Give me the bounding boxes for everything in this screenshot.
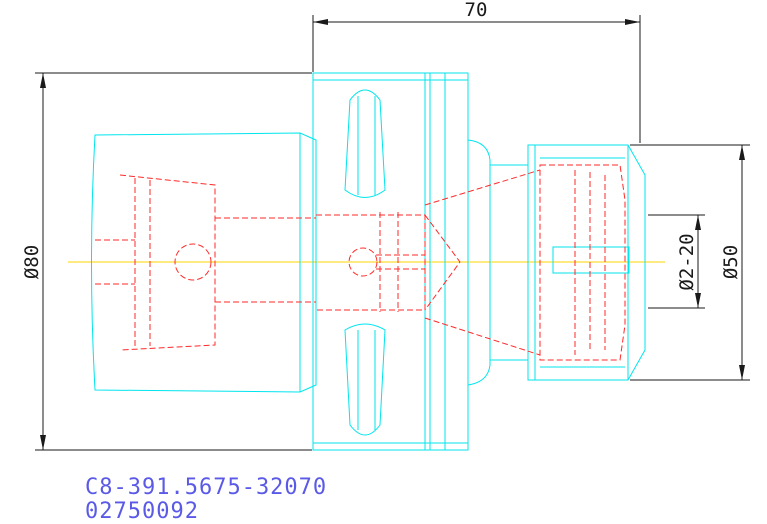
dimension-clamping-range: Ø2-20: [648, 214, 705, 309]
part-code: 02750092: [85, 499, 199, 524]
part-number: C8-391.5675-32070: [85, 475, 328, 500]
dimension-length-label: 70: [465, 0, 488, 21]
dimension-outer-diameter: Ø80: [21, 72, 312, 451]
dimension-clamping-range-label: Ø2-20: [676, 233, 698, 290]
dimension-nose-diameter-label: Ø50: [720, 245, 742, 279]
tool-holder-outline: [91, 72, 646, 451]
dimension-nose-diameter: Ø50: [630, 144, 750, 381]
hidden-internal-geometry: [95, 164, 626, 361]
dimension-length: 70: [312, 0, 641, 143]
dimension-outer-diameter-label: Ø80: [21, 245, 43, 279]
